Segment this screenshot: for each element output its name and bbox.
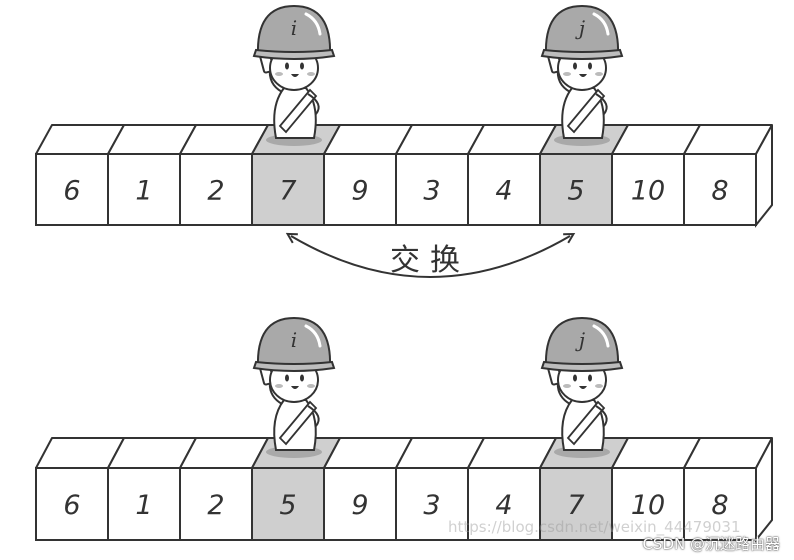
after-cell	[467, 467, 541, 541]
after-cell	[323, 467, 397, 541]
after-cell-value: 3	[423, 490, 440, 521]
pointer-letter: j	[575, 16, 585, 40]
swap-label: 交换	[390, 243, 470, 278]
before-cell-value: 6	[63, 176, 80, 207]
after-cell-value: 10	[631, 490, 665, 521]
credit-label: CSDN @沉迷路由器	[642, 535, 780, 553]
pointer-letter: i	[291, 328, 297, 352]
after-cell	[683, 467, 757, 541]
before-cell	[683, 153, 757, 226]
after-cell-value: 8	[711, 490, 728, 521]
before-cell-value: 8	[711, 176, 728, 207]
after-cell	[539, 467, 613, 541]
pointer-character-i: i	[252, 316, 336, 458]
before-cell-value: 2	[207, 176, 224, 207]
before-cell-value: 4	[495, 176, 512, 207]
before-cell-value: 3	[423, 176, 440, 207]
after-cell-value: 9	[351, 490, 368, 521]
after-cell-value: 2	[207, 490, 224, 521]
before-cell	[107, 153, 181, 226]
before-cell	[395, 153, 469, 226]
before-cell	[35, 153, 109, 226]
after-cell	[107, 467, 181, 541]
after-cell-value: 6	[63, 490, 80, 521]
pointer-character-i: i	[252, 4, 336, 146]
before-cell-value: 1	[135, 176, 152, 207]
pointer-letter: i	[291, 16, 297, 40]
before-cell	[179, 153, 253, 226]
swap-arrow	[291, 236, 570, 278]
before-cell	[467, 153, 541, 226]
before-cell	[323, 153, 397, 226]
before-cell	[611, 153, 685, 226]
watermark: https://blog.csdn.net/weixin_44479031	[448, 518, 741, 536]
before-cell-value: 9	[351, 176, 368, 207]
pointer-character-j: j	[540, 316, 624, 458]
after-cell-value: 7	[567, 490, 584, 521]
after-cell-value: 5	[279, 490, 296, 521]
pointer-letter: j	[575, 328, 585, 352]
after-cell-value: 4	[495, 490, 512, 521]
after-cell-value: 1	[135, 490, 152, 521]
pointer-character-j: j	[540, 4, 624, 146]
array-after-swap: 6 1 2 5 9 3 4 7 10 8	[35, 437, 773, 543]
before-cell-value: 10	[631, 176, 665, 207]
array-before-swap: 6 1 2 7 9 3 4 5 10 8	[35, 124, 773, 228]
before-cell-value: 5	[567, 176, 584, 207]
before-cell-value: 7	[279, 176, 296, 207]
after-cell	[179, 467, 253, 541]
